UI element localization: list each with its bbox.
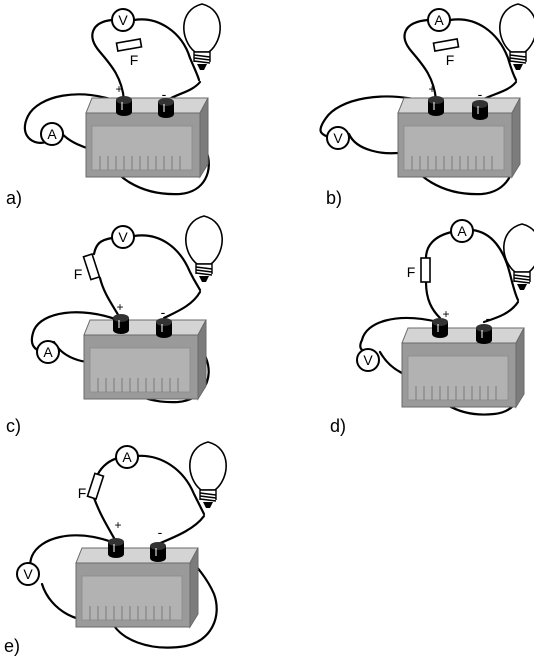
- resistor-label: F: [446, 52, 455, 68]
- negative-terminal: [155, 317, 173, 339]
- battery: [85, 97, 209, 178]
- battery: [401, 327, 525, 408]
- negative-sign: -: [162, 86, 167, 102]
- meter-symbol: V: [333, 130, 343, 146]
- meter-symbol: V: [363, 352, 373, 368]
- resistor: F: [74, 253, 101, 282]
- positive-sign: +: [116, 300, 123, 314]
- positive-terminal: [107, 537, 125, 559]
- positive-sign: +: [114, 518, 121, 532]
- resistor: F: [407, 257, 431, 283]
- meter-symbol: A: [434, 12, 444, 28]
- meter-symbol: A: [43, 344, 53, 360]
- ammeter: A: [36, 340, 60, 364]
- meter-symbol: V: [118, 12, 128, 28]
- ammeter: A: [40, 122, 64, 146]
- battery: [397, 97, 521, 178]
- resistor: F: [78, 472, 105, 501]
- panel-b: + - A F V b): [319, 3, 534, 208]
- battery: [83, 319, 207, 400]
- positive-sign: +: [442, 307, 449, 321]
- panel-a: + - V F A a): [6, 3, 221, 208]
- negative-sign: -: [158, 524, 163, 540]
- positive-terminal: [431, 317, 449, 339]
- panel-label: e): [4, 636, 20, 656]
- voltmeter: V: [326, 126, 350, 150]
- light-bulb-icon: [499, 3, 534, 71]
- panel-d: + - A F V d): [330, 219, 534, 436]
- ammeter: A: [427, 8, 451, 32]
- voltmeter: V: [16, 562, 40, 586]
- negative-sign: -: [161, 304, 166, 320]
- positive-terminal: [112, 313, 130, 335]
- ammeter: A: [450, 219, 474, 243]
- voltmeter: V: [111, 8, 135, 32]
- panel-e: + - A F V e): [4, 441, 227, 656]
- meter-symbol: A: [457, 223, 467, 239]
- ammeter: A: [115, 445, 139, 469]
- panel-label: d): [330, 416, 346, 436]
- positive-sign: +: [115, 82, 122, 96]
- positive-terminal: [427, 95, 445, 117]
- panel-label: a): [6, 188, 22, 208]
- resistor-label: F: [407, 264, 416, 280]
- negative-terminal: [471, 99, 489, 121]
- negative-sign: -: [478, 86, 483, 102]
- light-bulb-icon: [503, 223, 534, 291]
- resistor-label: F: [74, 266, 83, 282]
- meter-symbol: V: [23, 566, 33, 582]
- wires: [319, 18, 518, 196]
- panel-label: c): [6, 416, 21, 436]
- resistor: F: [432, 38, 460, 68]
- negative-terminal: [475, 323, 493, 345]
- panel-c: + - V F A c): [6, 215, 223, 436]
- meter-symbol: A: [122, 449, 132, 465]
- battery: [75, 547, 199, 628]
- resistor: F: [115, 38, 143, 68]
- negative-sign: -: [486, 310, 491, 326]
- meter-symbol: V: [118, 229, 128, 245]
- meter-symbol: A: [47, 126, 57, 142]
- resistor-label: F: [130, 52, 139, 68]
- positive-terminal: [115, 95, 133, 117]
- panel-label: b): [326, 188, 342, 208]
- resistor-label: F: [78, 485, 87, 501]
- negative-terminal: [149, 541, 167, 563]
- positive-sign: +: [428, 82, 435, 96]
- voltmeter: V: [356, 348, 380, 372]
- voltmeter: V: [111, 225, 135, 249]
- light-bulb-icon: [183, 3, 221, 71]
